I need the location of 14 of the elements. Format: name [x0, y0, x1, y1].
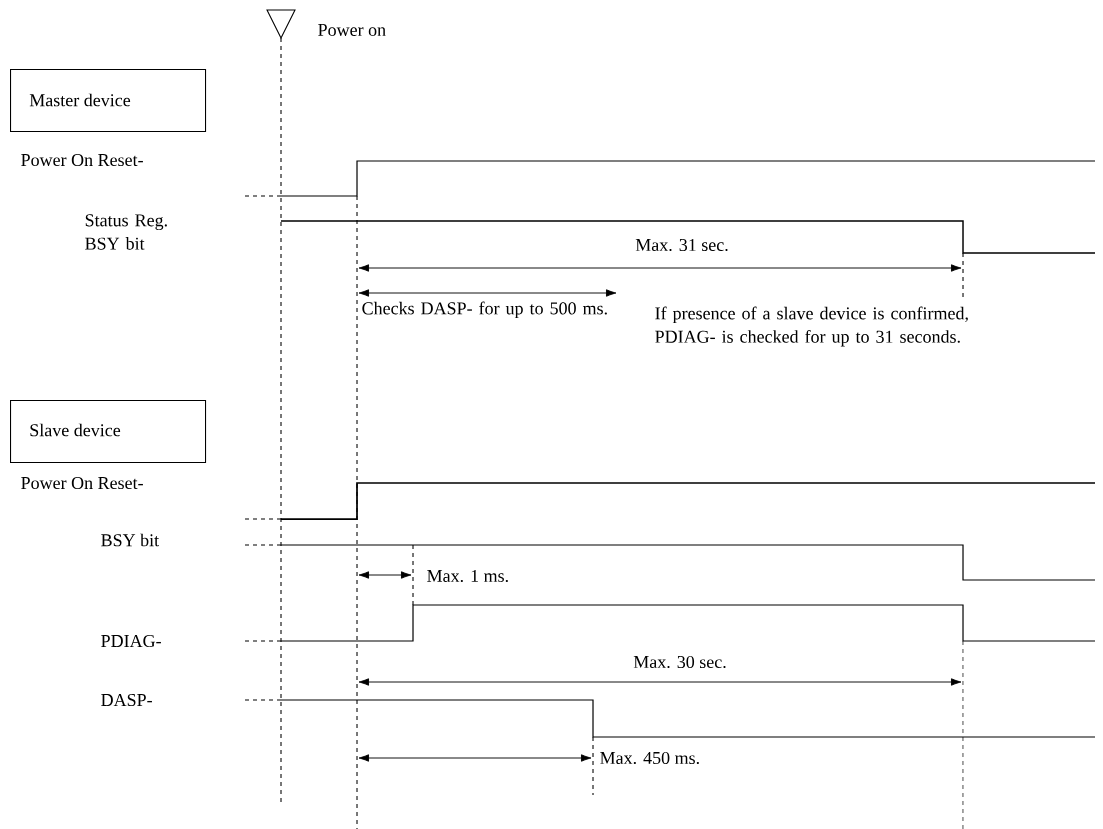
device-box: Slave device	[10, 400, 207, 464]
timing-note: If presence of a slave device is confirmed, PDIAG- is checked for up to 31 seconds.	[655, 306, 968, 347]
signal-label: Status Reg. BSY bit	[85, 214, 167, 250]
device-box: Master device	[10, 69, 207, 133]
dimension-label: Max. 1 ms.	[427, 569, 508, 583]
timing-note: Checks DASP- for up to 500 ms.	[362, 301, 607, 319]
signal-label: BSY bit	[101, 533, 159, 547]
signal-label: Power On Reset-	[21, 153, 143, 167]
dimension-label: Max. 450 ms.	[600, 751, 699, 765]
dimension-label: Max. 30 sec.	[633, 655, 726, 669]
marker-label: Power on	[318, 24, 386, 36]
signal-label: PDIAG-	[101, 634, 161, 648]
dimension-label: Max. 31 sec.	[635, 238, 728, 252]
signal-label: DASP-	[101, 693, 152, 707]
